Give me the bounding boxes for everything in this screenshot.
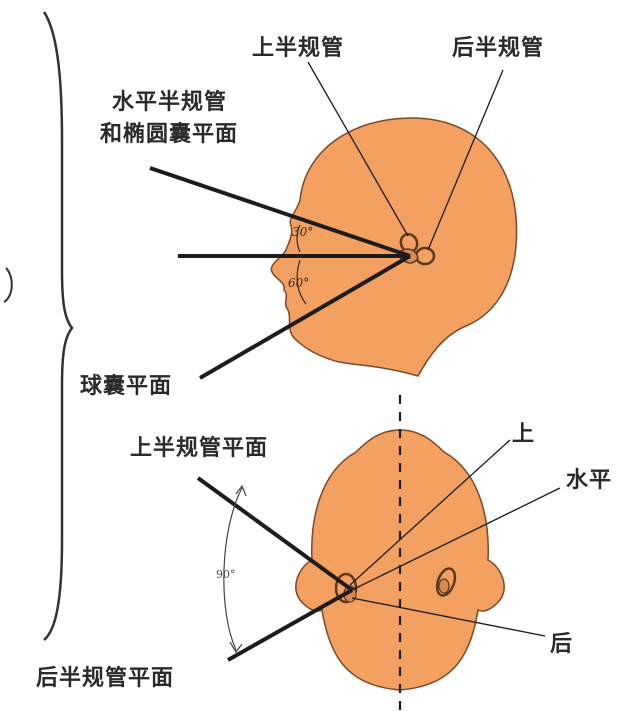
angle-label-90: 90° <box>216 568 236 581</box>
label-top-superior: 上 <box>512 420 535 450</box>
head-side-view <box>271 118 516 376</box>
angle-label-60: 60° <box>288 276 309 290</box>
right-ear-canal-inner <box>439 579 449 593</box>
left-brace <box>44 12 72 640</box>
label-top-posterior: 后 <box>550 630 573 660</box>
label-saccule-plane: 球囊平面 <box>80 372 172 402</box>
angle-label-30: 30° <box>292 225 313 239</box>
label-superior-canal-plane: 上半规管平面 <box>130 434 268 464</box>
label-superior-canal: 上半规管 <box>252 34 344 64</box>
label-horizontal-canal-plane-line2: 和椭圆囊平面 <box>100 120 238 150</box>
label-posterior-canal-plane: 后半规管平面 <box>36 664 174 694</box>
angle-arc-90-arrow-bottom <box>230 642 242 652</box>
label-top-horizontal: 水平 <box>566 466 612 496</box>
label-horizontal-canal-plane-line1: 水平半规管 <box>112 88 227 118</box>
label-posterior-canal: 后半规管 <box>452 34 544 64</box>
left-edge-mark <box>4 268 12 302</box>
